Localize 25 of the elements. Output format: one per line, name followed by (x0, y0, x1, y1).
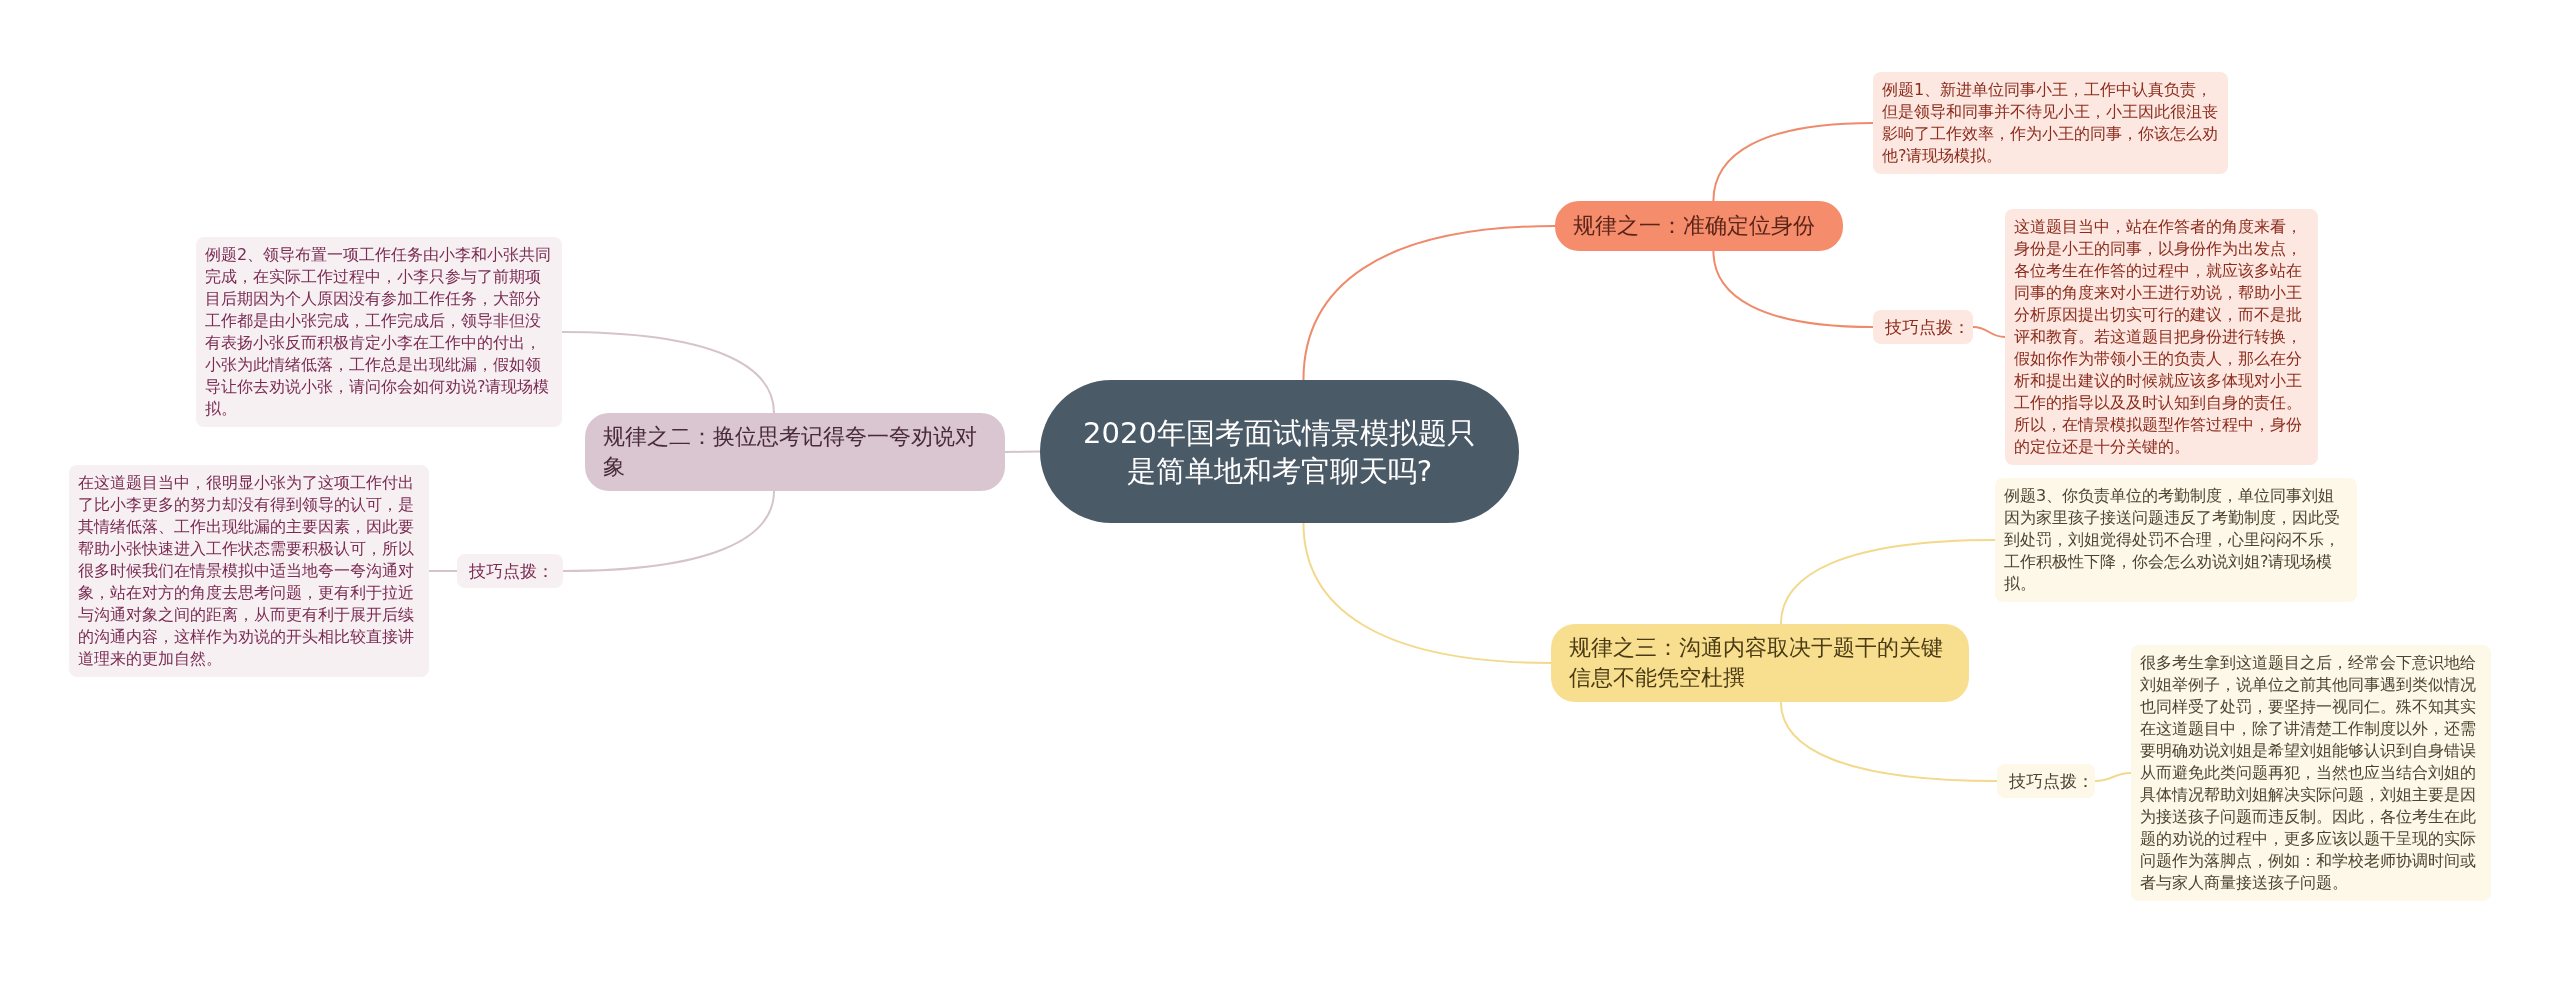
connector-line (1302, 225, 1556, 381)
note-box: 例题1、新进单位同事小王，工作中认真负责，但是领导和同事并不待见小王，小王因此很沮丧影响了工作效率，作为小王的同事，你该怎么劝他?请现场模拟。 (1873, 72, 2228, 174)
connector-line (562, 490, 775, 572)
branch-pill: 规律之一：准确定位身份 (1555, 201, 1843, 251)
connector-line (1779, 539, 1996, 625)
connector-line (561, 331, 775, 414)
connector-line (2094, 772, 2132, 782)
tip-label-box: 技巧点拨： (457, 554, 563, 588)
connector-line (1972, 326, 2006, 338)
note-box: 这道题目当中，站在作答者的角度来看，身份是小王的同事，以身份作为出发点，各位考生在作答的过程中，就应该多站在同事的角度来对小王进行劝说，帮助小王分析原因提出切实可行的建议，而不是批评和教育。若这道题目把身份进行转换，假如你作为带领小王的负责人，那么在分析和提出建议的时候就应该多体现对小王工作的指导以及及时认知到自身的责任。所以，在情景模拟题型作答过程中，身份的定位还是十分关键的。 (2005, 209, 2318, 465)
note-box: 例题2、领导布置一项工作任务由小李和小张共同完成，在实际工作过程中，小李只参与了前期项目后期因为个人原因没有参加工作任务，大部分工作都是由小张完成，工作完成后，领导非但没有表扬小张反而积极肯定小李在工作中的付出，小张为此情绪低落，工作总是出现纰漏，假如领导让你去劝说小张，请问你会如何劝说?请现场模拟。 (196, 237, 562, 427)
branch-pill: 规律之三：沟通内容取决于题干的关键信息不能凭空杜撰 (1551, 624, 1969, 702)
connector-line (1004, 450, 1041, 453)
connector-line (428, 570, 458, 572)
tip-label-box: 技巧点拨： (1997, 764, 2095, 798)
note-box: 例题3、你负责单位的考勤制度，单位同事刘姐因为家里孩子接送问题违反了考勤制度，因此受到处罚，刘姐觉得处罚不合理，心里闷闷不乐，工作积极性下降，你会怎么劝说刘姐?请现场模拟。 (1995, 478, 2357, 602)
branch-pill: 规律之二：换位思考记得夸一夸劝说对象 (585, 413, 1005, 491)
connector-line (1779, 701, 1998, 782)
tip-label-box: 技巧点拨： (1873, 310, 1973, 344)
note-box: 很多考生拿到这道题目之后，经常会下意识地给刘姐举例子，说单位之前其他同事遇到类似情况也同样受了处罚，要坚持一视同仁。殊不知其实在这道题目中，除了讲清楚工作制度以外，还需要明确劝说刘姐是希望刘姐能够认识到自身错误从而避免此类问题再犯，当然也应当结合刘姐的具体情况帮助刘姐解决实际问题，刘姐主要是因为接送孩子问题而违反制。因此，各位考生在此题的劝说的过程中，更多应该以题干呈现的实际问题作为落脚点，例如：和学校老师协调时间或者与家人商量接送孩子问题。 (2131, 645, 2491, 901)
note-box: 在这道题目当中，很明显小张为了这项工作付出了比小李更多的努力却没有得到领导的认可，是其情绪低落、工作出现纰漏的主要因素，因此要帮助小张快速进入工作状态需要积极认可，所以很多时候我们在情景模拟中适当地夸一夸沟通对象，站在对方的角度去思考问题，更有利于拉近与沟通对象之间的距离，从而更有利于展开后续的沟通内容，这样作为劝说的开头相比较直接讲道理来的更加自然。 (69, 465, 429, 677)
connector-line (1712, 122, 1874, 202)
connector-line (1302, 522, 1552, 664)
connector-line (1712, 250, 1874, 328)
topic-pill: 2020年国考面试情景模拟题只是简单地和考官聊天吗? (1040, 380, 1519, 523)
